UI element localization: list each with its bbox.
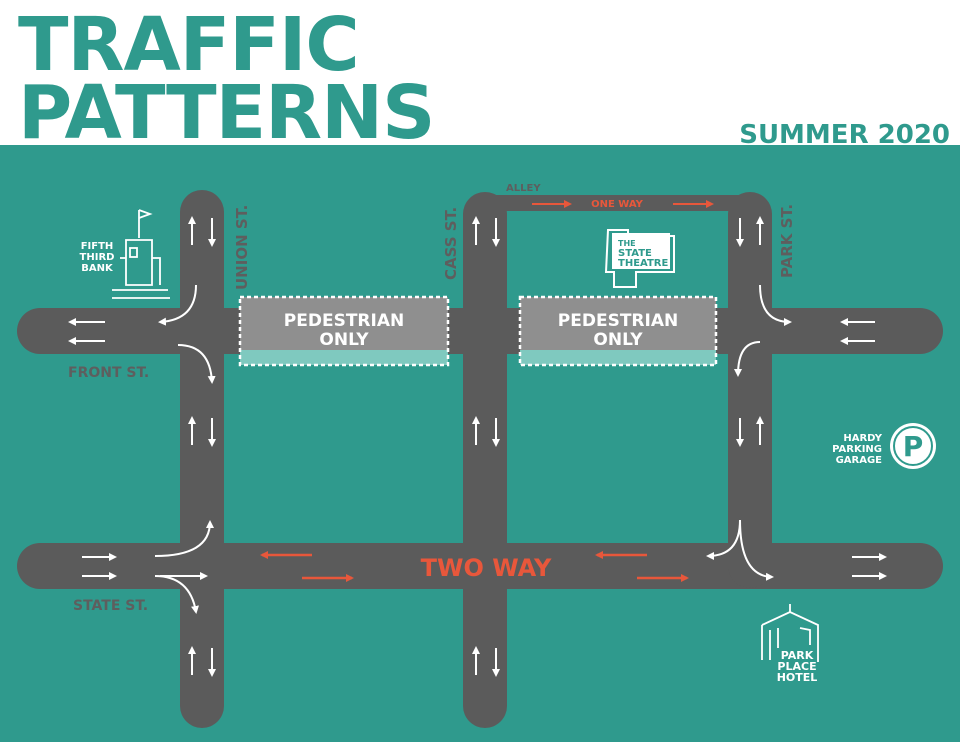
hotel-label-line1: PARK [781, 649, 814, 662]
parking-label-line3: GARAGE [836, 455, 883, 466]
pedestrian-zone-1: PEDESTRIAN ONLY [238, 295, 450, 367]
alley-label: ALLEY [506, 183, 541, 194]
two-way-label: TWO WAY [421, 554, 552, 582]
hotel-label-line2: PLACE [777, 660, 816, 673]
parking-icon: P [890, 423, 936, 469]
one-way-label: ONE WAY [591, 199, 644, 210]
pedestrian-2-line1: PEDESTRIAN [558, 311, 678, 331]
title-line-1: TRAFFIC [18, 2, 360, 88]
cass-street-label: CASS ST. [442, 207, 460, 280]
theatre-label-line2: STATE [618, 248, 652, 259]
parking-label-line1: HARDY [843, 433, 882, 444]
traffic-arrows [68, 216, 887, 677]
one-way-alley: ONE WAY [532, 199, 714, 210]
bank-label-line2: THIRD [80, 252, 115, 263]
two-way-arrows: TWO WAY [260, 551, 689, 582]
union-street-label: UNION ST. [233, 205, 251, 290]
park-place-hotel-icon [761, 604, 819, 662]
theatre-label-line3: THEATRE [618, 258, 669, 269]
state-theatre-icon [604, 229, 675, 288]
subtitle-date: SUMMER 2020 [739, 120, 950, 150]
bank-label-line1: FIFTH [81, 241, 114, 252]
pedestrian-1-line2: ONLY [319, 330, 369, 350]
roads [17, 190, 943, 728]
fifth-third-bank-icon [112, 209, 170, 299]
pedestrian-zone-2: PEDESTRIAN ONLY [518, 295, 718, 367]
pedestrian-2-line2: ONLY [593, 330, 643, 350]
alley-road [485, 195, 750, 211]
parking-symbol: P [903, 430, 924, 463]
park-street-label: PARK ST. [778, 204, 796, 278]
pedestrian-1-line1: PEDESTRIAN [284, 311, 404, 331]
hotel-label-line3: HOTEL [777, 671, 818, 684]
state-street-label: STATE ST. [73, 598, 148, 614]
front-street-label: FRONT ST. [68, 365, 149, 381]
bank-label-line3: BANK [81, 263, 114, 274]
parking-label-line2: PARKING [832, 444, 882, 455]
title-line-2: PATTERNS [18, 70, 435, 156]
theatre-label-line1: THE [618, 239, 636, 248]
